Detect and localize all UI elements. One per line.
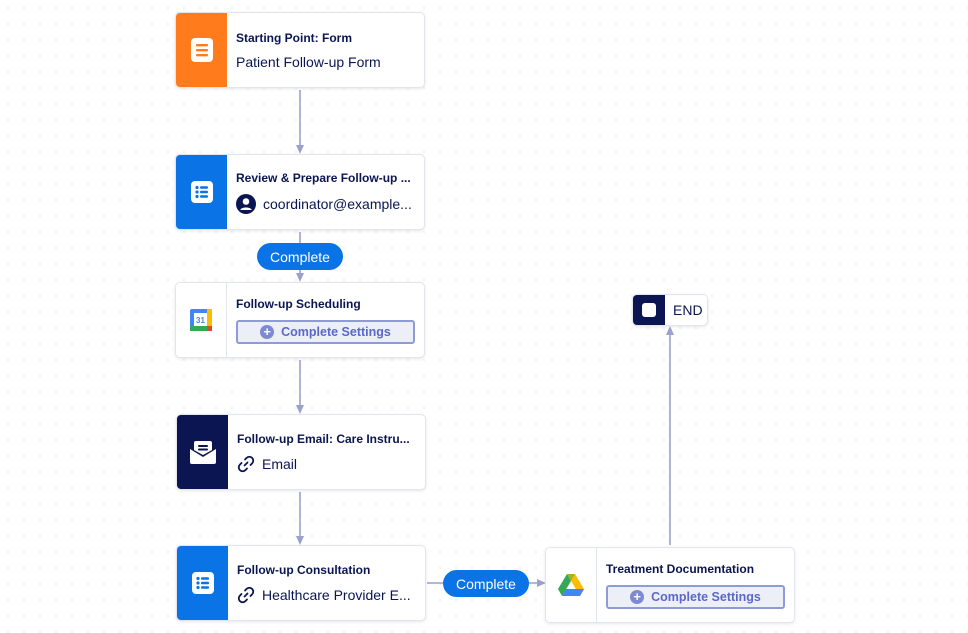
documentation-complete-settings-label: Complete Settings (651, 589, 761, 604)
google-drive-icon (558, 573, 584, 596)
start-node-subtitle: Patient Follow-up Form (236, 53, 381, 70)
start-node-icon-strip (176, 13, 227, 87)
email-node[interactable]: Follow-up Email: Care Instru... Email (176, 414, 426, 490)
stop-icon (642, 303, 656, 317)
review-node[interactable]: Review & Prepare Follow-up ... coordinat… (175, 154, 425, 230)
review-node-assignee: coordinator@example... (236, 193, 415, 214)
email-node-subtitle: Email (237, 455, 416, 473)
user-avatar-icon (236, 193, 256, 214)
consultation-node-icon-strip (177, 546, 228, 620)
review-complete-pill[interactable]: Complete (257, 243, 343, 270)
checklist-icon (190, 181, 213, 203)
review-node-title: Review & Prepare Follow-up ... (236, 170, 411, 185)
consultation-complete-pill[interactable]: Complete (443, 570, 529, 597)
documentation-complete-settings-button[interactable]: + Complete Settings (606, 584, 785, 609)
plus-icon: + (260, 324, 275, 339)
scheduling-complete-settings-button[interactable]: + Complete Settings (236, 319, 415, 344)
end-node-icon-box (633, 295, 665, 325)
documentation-node-icon-strip (546, 548, 597, 622)
end-node[interactable]: END (632, 294, 708, 326)
checklist-icon (191, 572, 214, 594)
scheduling-node-icon-strip: 31 (176, 283, 227, 357)
email-node-icon-strip (177, 415, 228, 489)
consultation-node-subtitle: Healthcare Provider E... (237, 586, 416, 604)
envelope-icon (189, 441, 216, 464)
scheduling-node-title: Follow-up Scheduling (236, 296, 361, 311)
google-calendar-icon: 31 (190, 309, 212, 331)
link-icon (237, 455, 255, 472)
consultation-node[interactable]: Follow-up Consultation Healthcare Provid… (176, 545, 426, 621)
link-icon (237, 586, 255, 603)
calendar-day: 31 (196, 316, 205, 325)
email-node-title: Follow-up Email: Care Instru... (237, 431, 410, 446)
consultation-node-title: Follow-up Consultation (237, 562, 371, 577)
review-node-icon-strip (176, 155, 227, 229)
scheduling-complete-settings-label: Complete Settings (281, 324, 391, 339)
form-icon (190, 38, 213, 62)
end-node-label: END (673, 302, 703, 318)
documentation-node-title: Treatment Documentation (606, 561, 755, 576)
plus-icon: + (630, 589, 645, 604)
documentation-node[interactable]: Treatment Documentation + Complete Setti… (545, 547, 795, 623)
start-node-title: Starting Point: Form (236, 30, 352, 45)
start-node[interactable]: Starting Point: Form Patient Follow-up F… (175, 12, 425, 88)
scheduling-node[interactable]: 31 Follow-up Scheduling + Complete Setti… (175, 282, 425, 358)
